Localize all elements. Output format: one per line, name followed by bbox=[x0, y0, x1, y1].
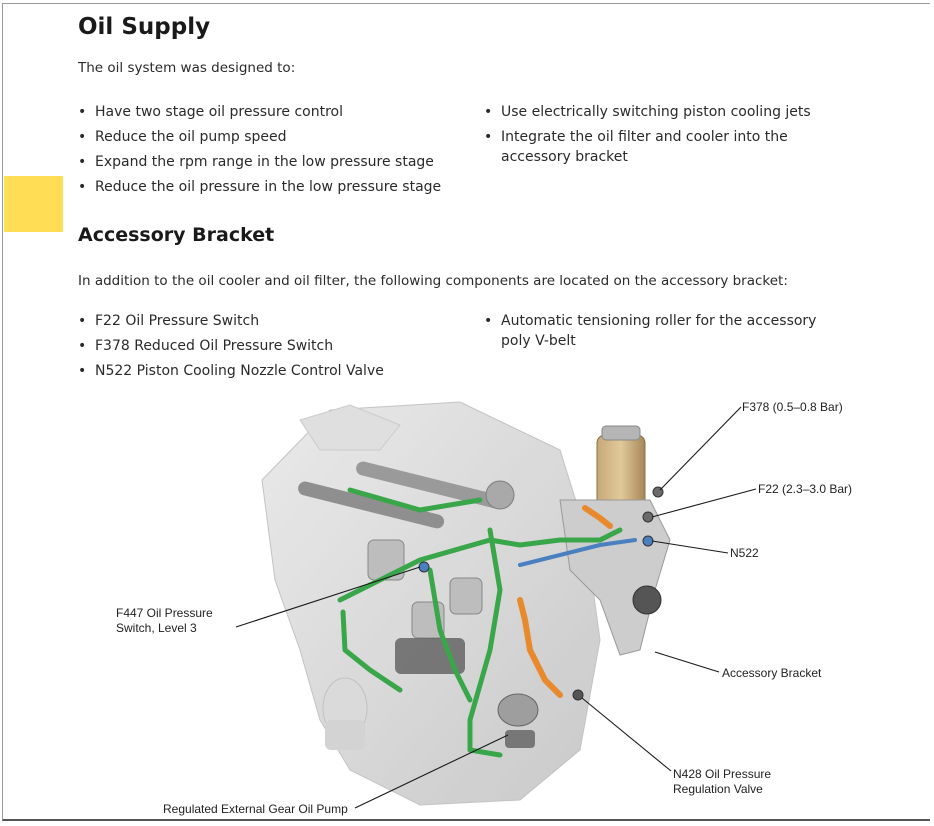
accessory-bracket-intro: In addition to the oil cooler and oil fi… bbox=[78, 273, 788, 289]
leader-lines bbox=[235, 406, 757, 809]
oil-supply-left-list: Have two stage oil pressure control Redu… bbox=[78, 102, 458, 202]
list-item: Reduce the oil pump speed bbox=[78, 127, 458, 147]
list-item: Have two stage oil pressure control bbox=[78, 102, 458, 122]
list-item: Integrate the oil filter and cooler into… bbox=[484, 127, 834, 167]
list-item: Automatic tensioning roller for the acce… bbox=[484, 311, 834, 351]
oil-supply-intro: The oil system was designed to: bbox=[78, 60, 296, 76]
camshafts bbox=[298, 461, 515, 529]
low-pressure-passage bbox=[517, 505, 613, 698]
engine-oil-system-diagram bbox=[235, 401, 757, 809]
label-accessory-bracket: Accessory Bracket bbox=[722, 666, 822, 680]
list-item: N522 Piston Cooling Nozzle Control Valve bbox=[78, 361, 458, 381]
label-f447-line1: F447 Oil Pressure bbox=[116, 606, 213, 620]
page-border bbox=[2, 3, 930, 821]
list-item: Expand the rpm range in the low pressure… bbox=[78, 152, 458, 172]
list-item: Use electrically switching piston coolin… bbox=[484, 102, 834, 122]
label-f22: F22 (2.3–3.0 Bar) bbox=[758, 482, 853, 496]
n522-valve bbox=[642, 535, 654, 547]
accessory-left-list: F22 Oil Pressure Switch F378 Reduced Oil… bbox=[78, 311, 458, 386]
accessory-bracket-heading: Accessory Bracket bbox=[78, 224, 275, 246]
label-n428-line2: Regulation Valve bbox=[673, 782, 763, 796]
list-item: F378 Reduced Oil Pressure Switch bbox=[78, 336, 458, 356]
f22-sensor bbox=[642, 511, 654, 523]
yellow-section-tab bbox=[4, 176, 63, 232]
f447-sensor bbox=[418, 561, 430, 573]
label-oil-pump: Regulated External Gear Oil Pump bbox=[163, 802, 348, 816]
accessory-right-list: Automatic tensioning roller for the acce… bbox=[484, 311, 834, 356]
label-f378: F378 (0.5–0.8 Bar) bbox=[742, 400, 843, 414]
list-item: Reduce the oil pressure in the low press… bbox=[78, 177, 458, 197]
oil-pump bbox=[497, 693, 539, 748]
label-f447-line2: Switch, Level 3 bbox=[116, 621, 197, 635]
label-f447: F447 Oil Pressure Switch, Level 3 bbox=[116, 606, 213, 636]
label-n428-line1: N428 Oil Pressure bbox=[673, 767, 772, 781]
oil-supply-heading: Oil Supply bbox=[78, 14, 211, 40]
list-item: F22 Oil Pressure Switch bbox=[78, 311, 458, 331]
oil-supply-right-list: Use electrically switching piston coolin… bbox=[484, 102, 834, 172]
control-passage bbox=[518, 538, 637, 567]
label-n428: N428 Oil Pressure Regulation Valve bbox=[673, 767, 771, 797]
label-n522: N522 bbox=[730, 546, 759, 560]
n428-valve bbox=[572, 689, 584, 701]
